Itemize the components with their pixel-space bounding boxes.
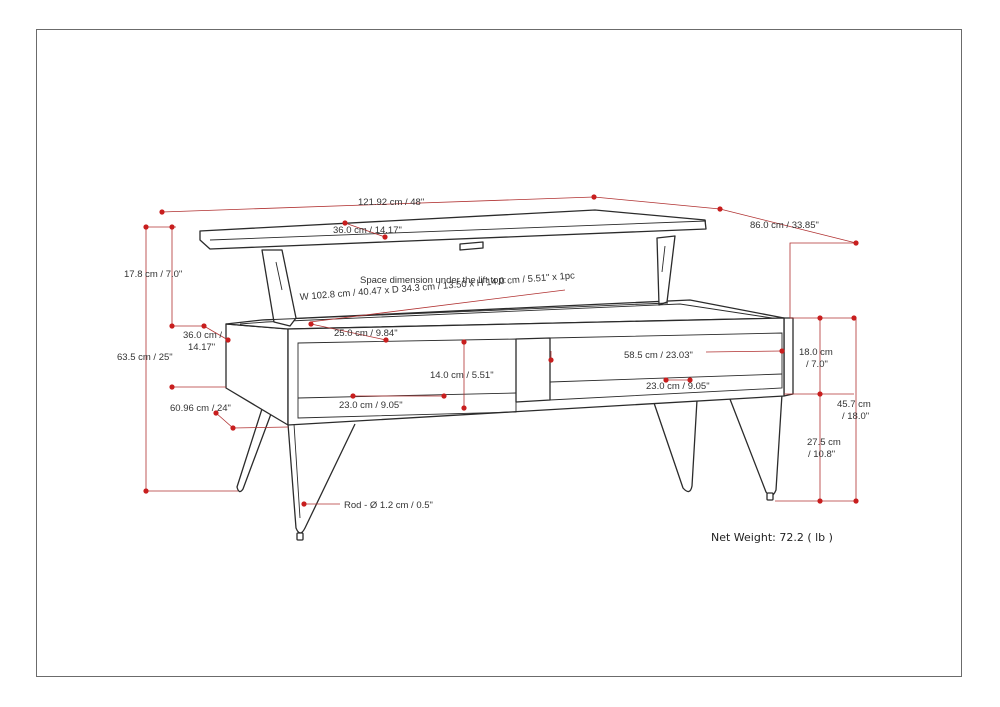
leg-front-left [287,423,356,534]
label-rod: Rod - Ø 1.2 cm / 0.5" [344,500,433,511]
label-overall-height: 63.5 cm / 25" [117,352,173,363]
label-box-height-a: 18.0 cm [799,347,833,358]
label-leg-height-a: 27.5 cm [807,437,841,448]
coffee-table-drawing [199,209,794,541]
carcass-right-side [783,317,794,397]
lift-arm-right [656,235,676,306]
storage-bed [261,302,669,321]
divider [515,337,551,403]
label-side-depth-a: 36.0 cm / [183,330,222,341]
label-shelf-depth-right: 23.0 cm / 9.05" [646,381,710,392]
measurement-dots [143,194,859,507]
label-shelf-depth-left: 23.0 cm / 9.05" [339,400,403,411]
label-leg-height-b: / 10.8" [808,449,835,460]
lift-arm-left-slot [275,261,283,291]
carcass-rim-line [239,303,773,325]
lift-top-edge [209,220,707,241]
label-shelf-width-right: 58.5 cm / 23.03" [624,350,693,361]
label-depth: 86.0 cm / 33.85" [750,220,819,231]
lift-top-surface [199,209,707,250]
foot-front-left [296,532,304,541]
shelf-left [297,392,517,399]
label-side-depth-b: 14.17" [188,342,215,353]
label-space-title: Space dimension under the lift top: [360,275,506,286]
label-lift-height: 17.8 cm / 7.0" [124,269,182,280]
lift-arm-left [261,249,297,327]
label-seat-height-b: / 18.0" [842,411,869,422]
label-top-inner-depth: 36.0 cm / 14.17" [333,225,402,236]
leg-back-right [652,399,698,493]
label-shelf-height: 14.0 cm / 5.51" [430,370,494,381]
compartment-outline [297,338,517,419]
foot-front-right [766,492,774,501]
lift-bracket-center [459,241,484,251]
drawing-frame [36,29,962,677]
label-net-weight: Net Weight: 72.2 ( lb ) [711,531,833,544]
label-seat-height-a: 45.7 cm [837,399,871,410]
leg-front-right [727,393,783,497]
label-leg-depth: 60.96 cm / 24" [170,403,231,414]
carcass-left-side [225,323,289,426]
leg-back-left [236,386,282,493]
label-compartment-depth: 25.0 cm / 9.84" [334,328,398,339]
label-width-top: 121.92 cm / 48" [358,197,424,208]
lift-arm-right-slot [661,245,666,273]
leg-front-left-inner [293,423,301,519]
carcass-top [225,299,785,330]
label-box-height-b: / 7.0" [806,359,828,370]
